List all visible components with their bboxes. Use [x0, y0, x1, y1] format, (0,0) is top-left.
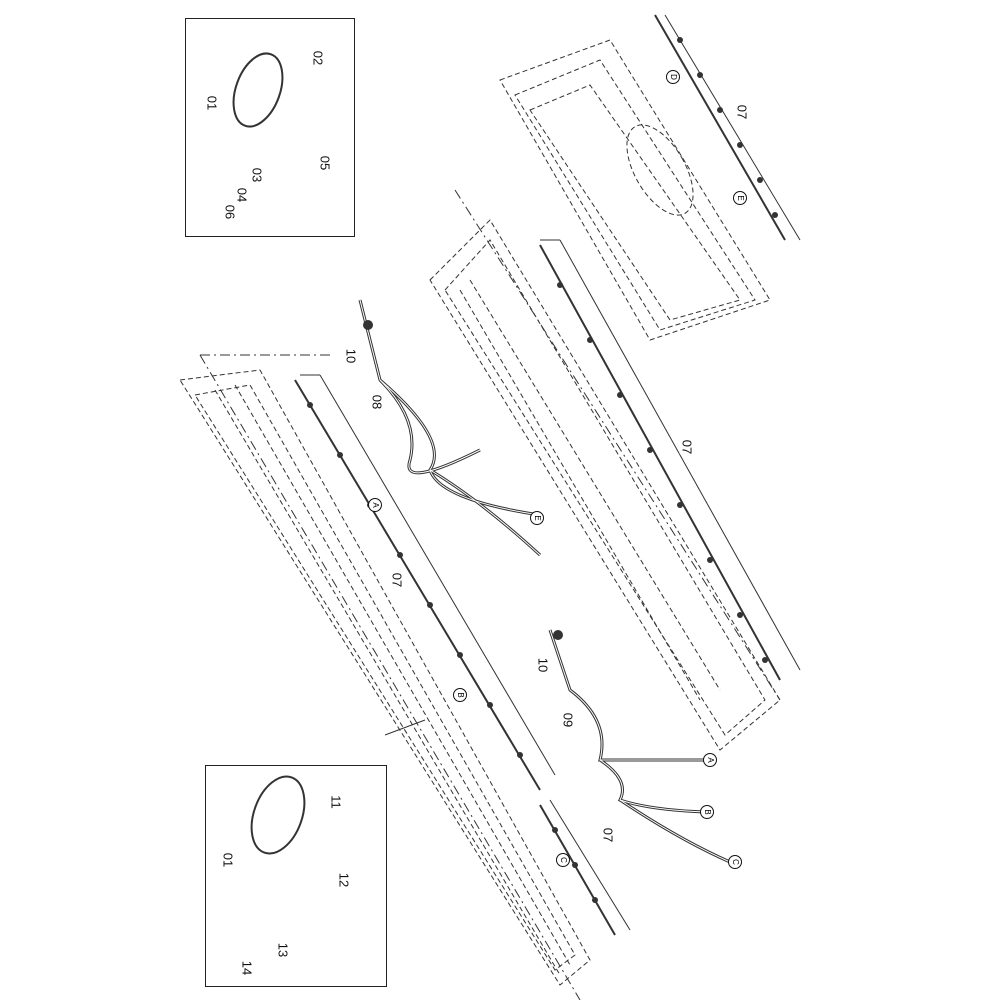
marker-a-rail: A	[368, 498, 382, 512]
nozzle-rails	[294, 14, 786, 936]
callout-07-right: 07	[734, 104, 750, 120]
marker-c-rail: C	[556, 853, 570, 867]
callout-09: 09	[560, 712, 576, 728]
detail-box-top	[185, 18, 355, 237]
callout-07-small: 07	[600, 827, 616, 843]
marker-e-top: E	[733, 191, 747, 205]
callout-07-middle: 07	[679, 439, 695, 455]
marker-d: D	[666, 70, 680, 84]
part-label-11: 11	[328, 795, 344, 809]
center-frame	[499, 39, 771, 341]
part-label-13: 13	[275, 942, 291, 958]
callout-08: 08	[369, 394, 385, 410]
part-label-04: 04	[234, 187, 250, 203]
marker-e-hose: E	[530, 511, 544, 525]
part-label-05: 05	[317, 155, 333, 171]
marker-b-hose: B	[700, 805, 714, 819]
dimension-lines	[300, 14, 801, 931]
callout-10-lower: 10	[535, 657, 551, 673]
callout-07-left: 07	[389, 572, 405, 588]
part-label-01-bottom: 01	[220, 852, 236, 868]
marker-b-rail: B	[453, 688, 467, 702]
part-label-02: 02	[310, 50, 326, 66]
nozzles	[307, 37, 778, 903]
callout-10-upper: 10	[343, 348, 359, 364]
hose-lines-thin	[359, 299, 731, 863]
part-label-03: 03	[249, 167, 265, 183]
part-label-14: 14	[239, 960, 255, 976]
left-boom	[179, 354, 591, 1000]
part-label-06: 06	[222, 204, 238, 220]
part-label-01: 01	[204, 95, 220, 111]
middle-boom	[429, 189, 781, 751]
detail-box-bottom	[205, 765, 387, 987]
marker-c-hose: C	[728, 855, 742, 869]
part-label-12: 12	[336, 872, 352, 888]
marker-a-hose: A	[703, 753, 717, 767]
